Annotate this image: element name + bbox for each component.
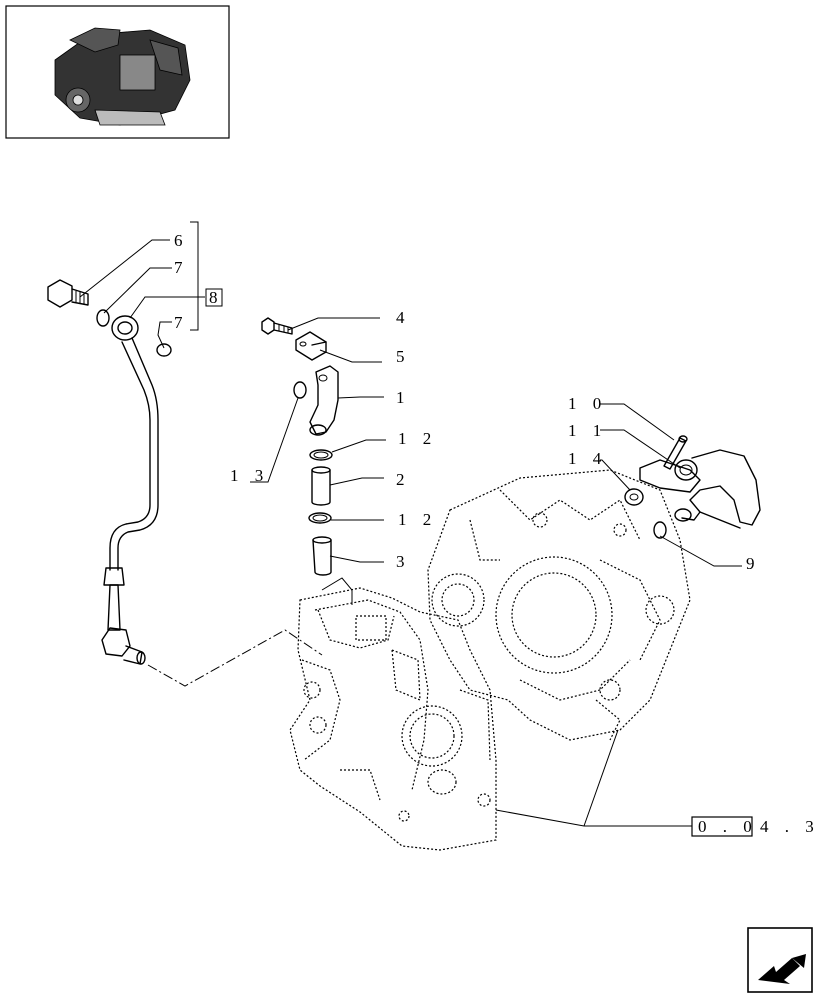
sealing-washer-lower (156, 343, 172, 357)
callout-12-upper: 1 2 (398, 429, 437, 448)
callout-6: 6 (174, 231, 189, 250)
seal-ring-lower (308, 512, 332, 524)
banjo-fitting (111, 315, 139, 341)
page-reference[interactable]: 0 . 0 4 . 3 (691, 816, 820, 837)
callout-1: 1 (396, 388, 411, 407)
callout-labels: 6 7 8 7 4 5 1 1 2 2 1 2 3 1 3 1 0 1 1 1 … (174, 231, 761, 573)
leader-lines-centre (250, 317, 386, 563)
o-ring (293, 381, 307, 399)
callout-7-upper: 7 (174, 258, 189, 277)
callout-10: 1 0 (568, 394, 607, 413)
tube (312, 536, 332, 576)
oil-pipe (117, 337, 159, 571)
leader-lines-right (600, 403, 742, 567)
callout-3: 3 (396, 552, 411, 571)
callout-4: 4 (396, 308, 411, 327)
bracket-clip (295, 331, 327, 361)
callout-7-lower: 7 (174, 313, 189, 332)
leader-lines-left (79, 239, 205, 349)
flywheel-housing (427, 469, 691, 741)
group-bracket (190, 221, 199, 331)
callout-11: 1 1 (568, 421, 607, 440)
callout-2: 2 (396, 470, 411, 489)
oil-pipe-assembly (47, 279, 172, 665)
page-reference-suffix: 4 . 3 (760, 817, 820, 836)
page-reference-box (691, 816, 753, 837)
next-page-arrow-icon[interactable] (747, 927, 813, 993)
callout-5: 5 (396, 347, 411, 366)
banjo-bolt (47, 279, 89, 308)
sleeve (311, 466, 331, 506)
hex-bolt (261, 317, 293, 335)
breather-elbow (624, 435, 761, 539)
pipe-to-housing-leader (147, 629, 323, 687)
callout-9: 9 (746, 554, 761, 573)
callout-12-lower: 1 2 (398, 510, 437, 529)
callout-14: 1 4 (568, 449, 607, 468)
callout-8-box (205, 288, 223, 307)
page-reference-boxed-text: 0 . 0 (698, 817, 758, 836)
elbow-fitting (309, 365, 339, 436)
timing-housing (289, 587, 497, 851)
callout-13: 1 3 (230, 466, 269, 485)
engine-thumbnail-icon[interactable] (5, 5, 230, 139)
sealing-washer (96, 309, 110, 327)
callout-8: 8 (209, 288, 224, 307)
centre-parts (261, 317, 353, 605)
reference-leaders (495, 729, 692, 827)
seal-ring-upper (309, 449, 333, 461)
